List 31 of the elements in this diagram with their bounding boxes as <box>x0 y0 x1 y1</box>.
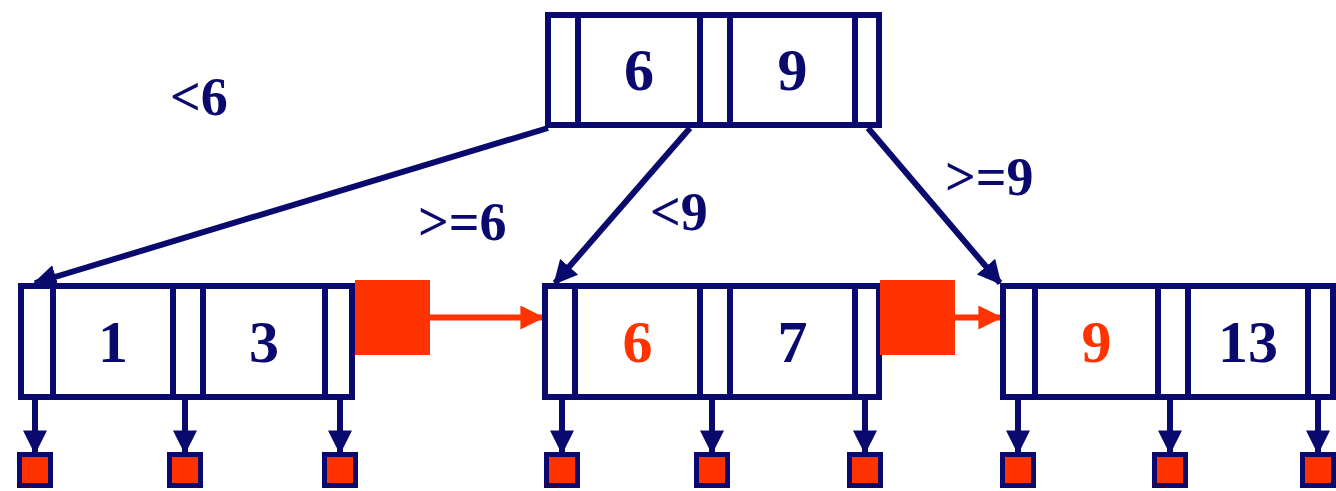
record-pointer-square <box>1152 452 1188 488</box>
record-pointer-square <box>694 452 730 488</box>
branch-condition-label: >=6 <box>418 195 507 249</box>
tree-node-box <box>545 12 882 128</box>
key-cell: 6 <box>575 18 703 122</box>
arrow <box>430 305 545 330</box>
branch-condition-label: >=9 <box>945 150 1034 204</box>
key-cell: 6 <box>572 289 703 394</box>
arrow <box>955 305 1003 330</box>
record-pointer-square <box>1000 452 1036 488</box>
key-cell: 13 <box>1185 289 1311 394</box>
record-pointer-square <box>847 452 883 488</box>
key-cell: 9 <box>727 18 858 122</box>
branch-condition-label: <9 <box>650 185 708 239</box>
arrow <box>865 126 1003 285</box>
record-pointer-square <box>1300 452 1336 488</box>
tree-node-box <box>18 283 355 400</box>
key-cell: 3 <box>200 289 328 394</box>
branch-condition-label: <6 <box>170 70 228 124</box>
record-pointer-square <box>17 452 53 488</box>
key-cell: 1 <box>50 289 176 394</box>
record-pointer-square <box>544 452 580 488</box>
next-leaf-pointer-square <box>355 280 430 355</box>
key-cell: 9 <box>1032 289 1161 394</box>
tree-node-box <box>1000 283 1336 400</box>
next-leaf-pointer-square <box>880 280 955 355</box>
record-pointer-square <box>167 452 203 488</box>
arrow <box>552 126 693 285</box>
key-cell: 7 <box>727 289 858 394</box>
record-pointer-square <box>322 452 358 488</box>
tree-node-box <box>542 283 882 400</box>
